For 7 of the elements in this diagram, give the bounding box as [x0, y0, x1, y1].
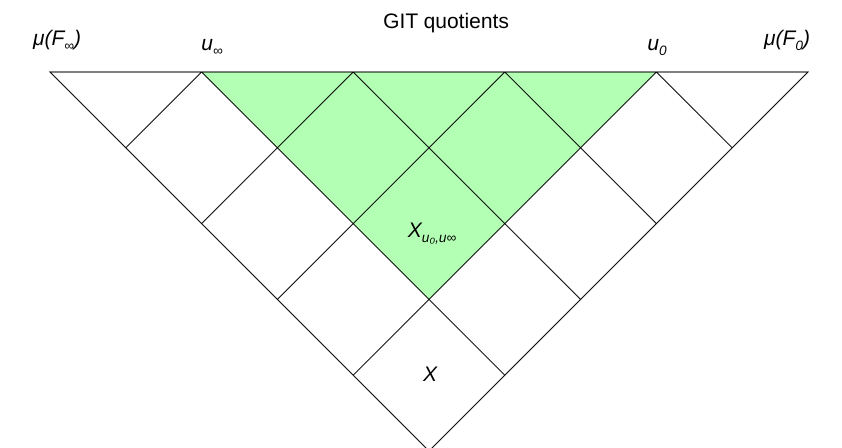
math-label: X$_{u₀,u∞}$	[408, 218, 456, 246]
math-label: μ(F$_{0}$)	[764, 26, 810, 54]
title: GIT quotients	[383, 10, 509, 34]
math-label: X	[423, 363, 437, 387]
math-label: u$_{0}$	[647, 32, 667, 58]
math-label: μ(F$_{∞}$)	[32, 26, 82, 54]
math-label: u$_{∞}$	[201, 32, 223, 58]
